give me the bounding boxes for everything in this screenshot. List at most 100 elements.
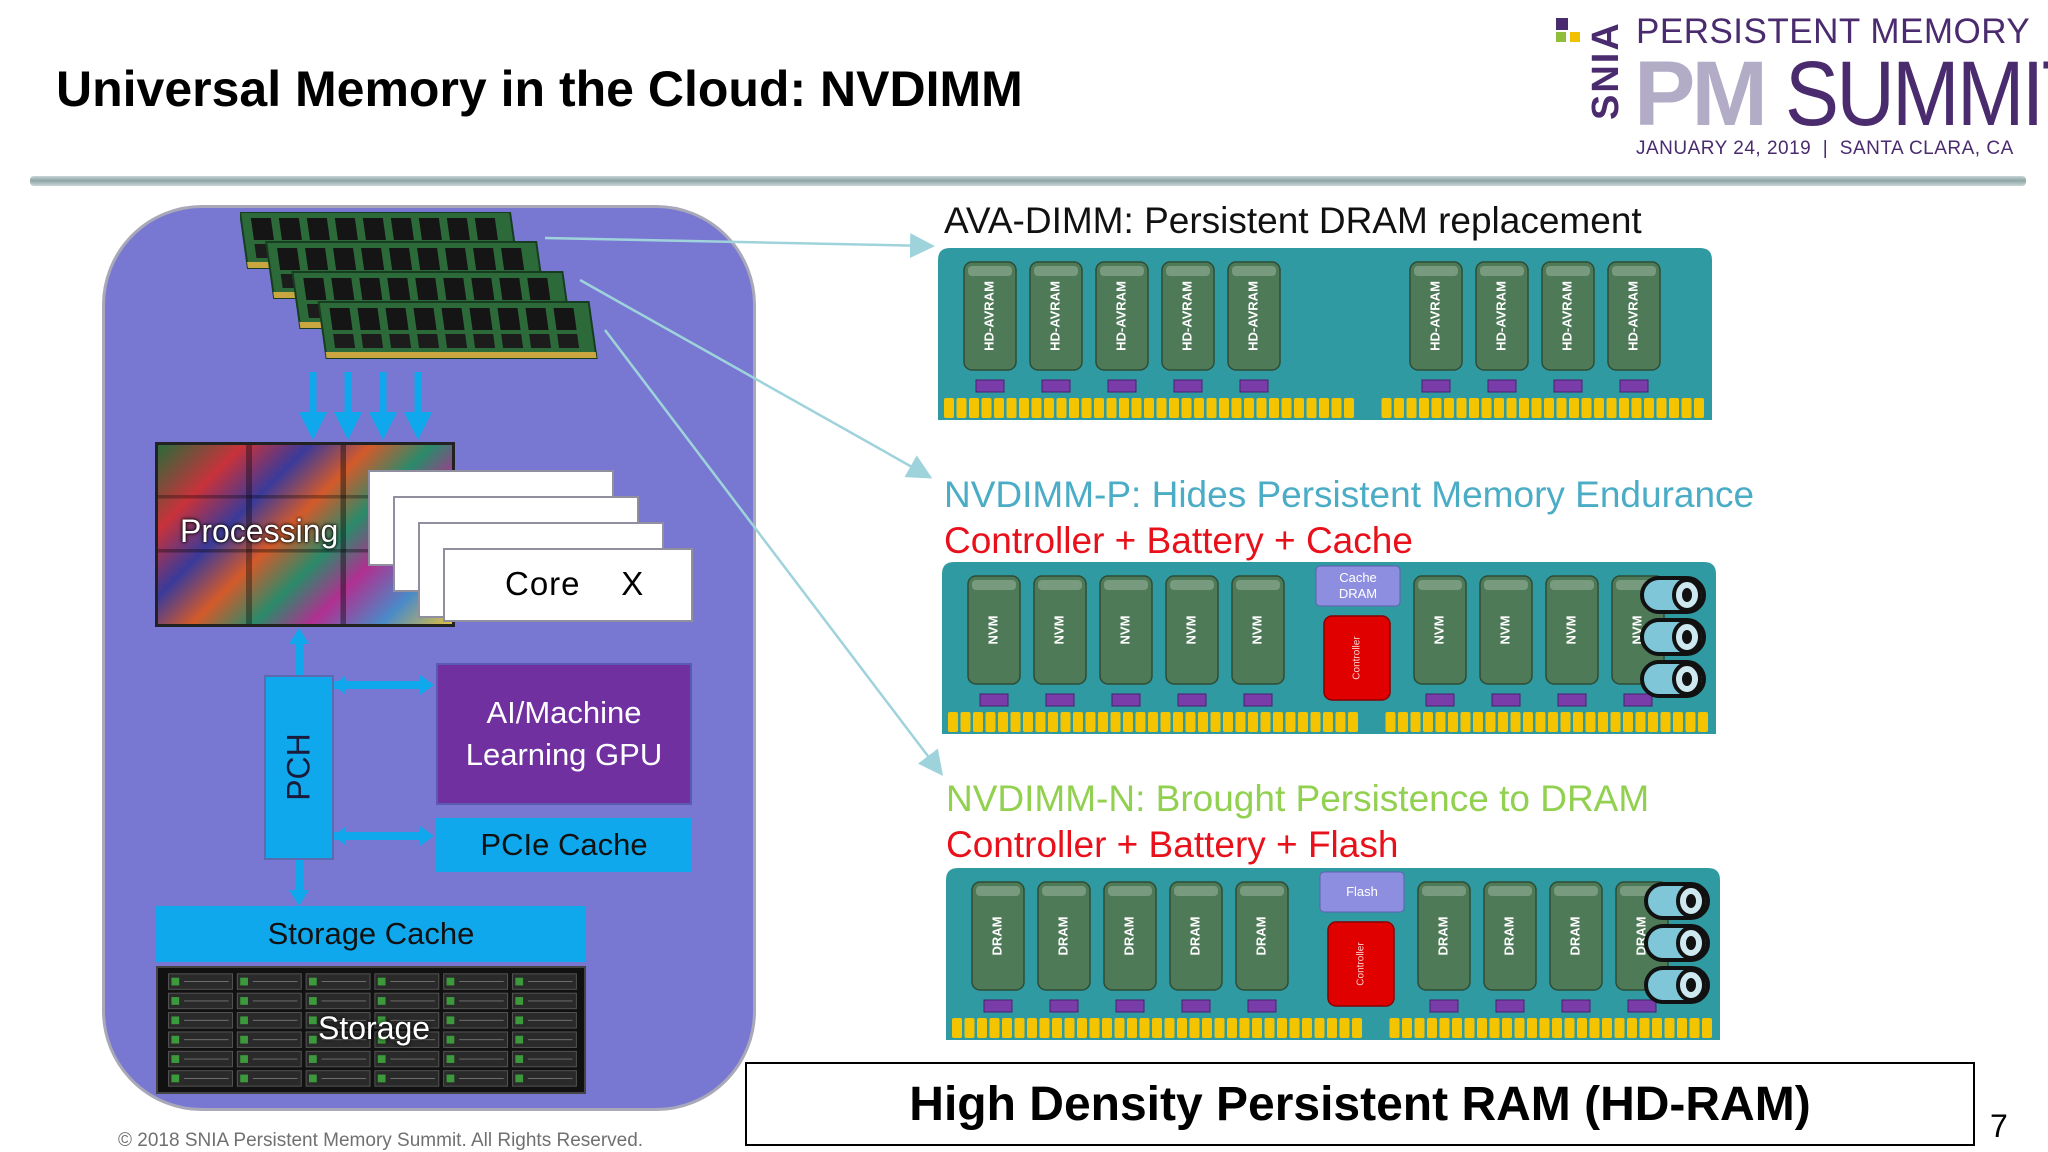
- buffer-chip: [1561, 999, 1591, 1013]
- page-number: 7: [1990, 1108, 2008, 1144]
- pcie-cache-label: PCIe Cache: [480, 827, 648, 862]
- buffer-chip: [1107, 379, 1137, 393]
- gpu-label: AI/Machine Learning GPU: [465, 695, 663, 772]
- chip-label: HD-AVRAM: [1047, 281, 1062, 351]
- pch-box: [264, 675, 334, 860]
- svg-text:Controller: Controller: [1356, 942, 1367, 986]
- chip-label: DRAM: [1187, 917, 1202, 956]
- svg-text:Cache: Cache: [1339, 570, 1377, 585]
- chip-label: HD-AVRAM: [1113, 281, 1128, 351]
- dimm-stack-image: [240, 212, 598, 359]
- memory-chip: DRAM: [1103, 881, 1157, 991]
- chip-label: DRAM: [1501, 917, 1516, 956]
- buffer-chip: [1045, 693, 1075, 707]
- buffer-chip: [1627, 999, 1657, 1013]
- nvdimm-p-subtitle: Controller + Battery + Cache: [944, 520, 1413, 561]
- battery-cells-icon: [1644, 882, 1710, 1004]
- chip-label: DRAM: [1567, 917, 1582, 956]
- battery-cells-icon: [1640, 576, 1706, 698]
- svg-text:DRAM: DRAM: [1339, 586, 1377, 601]
- memory-chip: HD-AVRAM: [1409, 261, 1463, 371]
- chip-label: NVM: [1563, 616, 1578, 645]
- chip-label: HD-AVRAM: [1179, 281, 1194, 351]
- storage-label: Storage: [318, 1010, 431, 1046]
- ava-dimm-title: AVA-DIMM: Persistent DRAM replacement: [944, 200, 1642, 241]
- memory-chip: NVM: [1479, 575, 1533, 685]
- memory-chip: DRAM: [1483, 881, 1537, 991]
- logo-persistent-memory: PERSISTENT MEMORY: [1636, 12, 2031, 51]
- buffer-chip: [1181, 999, 1211, 1013]
- storage-array-image: [156, 966, 586, 1094]
- hd-ram-banner-text: High Density Persistent RAM (HD-RAM): [909, 1077, 1811, 1131]
- memory-chip: NVM: [1413, 575, 1467, 685]
- memory-chip: HD-AVRAM: [1161, 261, 1215, 371]
- buffer-chip: [1495, 999, 1525, 1013]
- chip-label: HD-AVRAM: [1559, 281, 1574, 351]
- pch-label: PCH: [280, 733, 317, 801]
- nvdimm-p-title: NVDIMM-P: Hides Persistent Memory Endura…: [944, 474, 1755, 515]
- memory-chip: HD-AVRAM: [1607, 261, 1661, 371]
- chip-label: DRAM: [1435, 917, 1450, 956]
- header-divider: [30, 176, 2026, 186]
- edge-connector-pins: [952, 1018, 1712, 1038]
- dimm-stick: [317, 301, 598, 359]
- memory-chip: HD-AVRAM: [1541, 261, 1595, 371]
- chip-label: DRAM: [989, 917, 1004, 956]
- nvdimm-n-title: NVDIMM-N: Brought Persistence to DRAM: [946, 778, 1650, 819]
- buffer-chip: [979, 693, 1009, 707]
- chip-label: NVM: [1249, 616, 1264, 645]
- gpu-box: AI/Machine Learning GPU: [436, 663, 692, 805]
- chip-label: NVM: [1117, 616, 1132, 645]
- memory-chip: NVM: [1231, 575, 1285, 685]
- copyright-notice: © 2018 SNIA Persistent Memory Summit. Al…: [118, 1130, 644, 1151]
- memory-chip: HD-AVRAM: [1095, 261, 1149, 371]
- memory-chip: DRAM: [1417, 881, 1471, 991]
- memory-chip: HD-AVRAM: [1475, 261, 1529, 371]
- svg-text:Flash: Flash: [1346, 884, 1378, 899]
- slide-title: Universal Memory in the Cloud: NVDIMM: [56, 61, 1023, 117]
- chip-label: DRAM: [1253, 917, 1268, 956]
- chip-label: NVM: [1431, 616, 1446, 645]
- memory-chip: NVM: [967, 575, 1021, 685]
- chip-label: HD-AVRAM: [981, 281, 996, 351]
- buffer-chip: [1425, 693, 1455, 707]
- chip-label: NVM: [985, 616, 1000, 645]
- svg-text:Controller: Controller: [1352, 636, 1363, 680]
- buffer-chip: [1173, 379, 1203, 393]
- chip-label: NVM: [1183, 616, 1198, 645]
- chip-label: DRAM: [1055, 917, 1070, 956]
- buffer-chip: [1429, 999, 1459, 1013]
- buffer-chip: [1115, 999, 1145, 1013]
- chip-label: HD-AVRAM: [1427, 281, 1442, 351]
- chip-label: HD-AVRAM: [1493, 281, 1508, 351]
- memory-chip: DRAM: [1235, 881, 1289, 991]
- processing-label: Processing: [180, 513, 339, 549]
- buffer-chip: [983, 999, 1013, 1013]
- buffer-chip: [1041, 379, 1071, 393]
- core-card-front: [443, 548, 693, 622]
- nvdimm-n-subtitle: Controller + Battery + Flash: [946, 824, 1399, 865]
- buffer-memory-chip: Flash: [1319, 871, 1405, 913]
- logo-summit: SUMMIT: [1785, 43, 2048, 145]
- logo-pm: PM: [1634, 43, 1768, 145]
- edge-connector-pins: [944, 398, 1704, 418]
- memory-chip: NVM: [1033, 575, 1087, 685]
- buffer-chip: [1049, 999, 1079, 1013]
- memory-chip: DRAM: [971, 881, 1025, 991]
- edge-connector-pins: [948, 712, 1708, 732]
- storage-cache-box: Storage Cache: [156, 906, 586, 962]
- ava-dimm-module: HD-AVRAM HD-AVRAM HD-AVRAM HD-AVRAM HD-AVRAM…: [938, 248, 1712, 420]
- memory-chip: HD-AVRAM: [1029, 261, 1083, 371]
- memory-chip: NVM: [1165, 575, 1219, 685]
- memory-chip: NVM: [1099, 575, 1153, 685]
- buffer-chip: [1487, 379, 1517, 393]
- chip-label: NVM: [1497, 616, 1512, 645]
- buffer-chip: [1239, 379, 1269, 393]
- memory-chip: HD-AVRAM: [1227, 261, 1281, 371]
- buffer-chip: [1247, 999, 1277, 1013]
- chip-label: HD-AVRAM: [1625, 281, 1640, 351]
- buffer-chip: [1557, 693, 1587, 707]
- buffer-chip: [1623, 693, 1653, 707]
